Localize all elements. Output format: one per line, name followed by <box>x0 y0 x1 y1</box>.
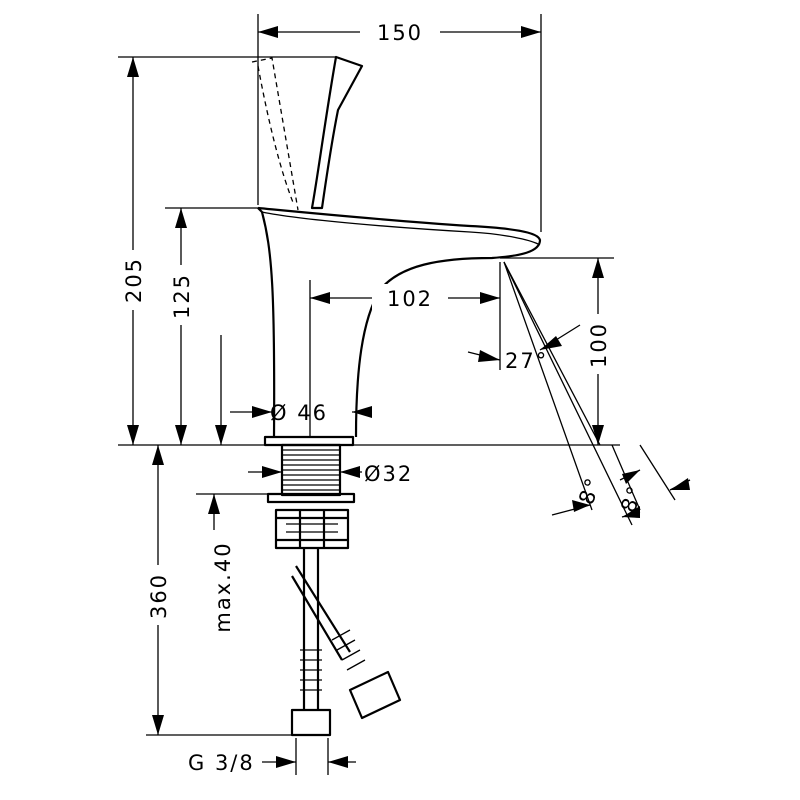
mounting-nut <box>274 508 350 550</box>
dim-diameter-46: Ø 46 <box>230 401 372 425</box>
dim-label-205: 205 <box>122 257 146 303</box>
faucet-body <box>251 55 542 737</box>
dim-label-150: 150 <box>377 21 423 45</box>
dim-width-150: 150 <box>258 18 541 46</box>
dim-angle-27: 27° <box>467 324 581 373</box>
washer <box>266 492 356 504</box>
spray-lines <box>499 261 676 526</box>
dim-max-40: max.40 <box>208 494 235 633</box>
dim-label-max-40: max.40 <box>211 541 235 632</box>
dim-label-102: 102 <box>387 287 433 311</box>
dim-label-46: Ø 46 <box>270 401 328 425</box>
supply-hoses <box>290 548 402 737</box>
handle-lever <box>310 55 364 210</box>
dim-connection-g38: G 3/8 <box>188 751 356 775</box>
dim-height-360: 360 <box>143 445 173 735</box>
dim-height-100: 100 <box>583 258 613 445</box>
spout-outline <box>257 206 542 438</box>
dim-reach-102: 102 <box>310 284 500 312</box>
dim-height-205: 205 <box>118 57 148 445</box>
extension-lines <box>118 14 620 775</box>
dim-angle-8-right: 8° <box>616 469 691 516</box>
handle-alt-position <box>251 57 299 211</box>
dim-label-360: 360 <box>147 573 171 619</box>
dim-label-32: Ø32 <box>364 462 413 486</box>
dim-label-125: 125 <box>170 273 194 319</box>
dim-height-125: 125 <box>166 208 196 445</box>
dim-label-g38: G 3/8 <box>188 751 255 775</box>
dim-label-27: 27° <box>505 349 548 373</box>
dim-label-100: 100 <box>587 322 611 368</box>
base-ring <box>263 435 355 447</box>
hose-fitting-right <box>348 670 402 720</box>
hose-fitting-left <box>290 708 332 737</box>
dim-label-8-right: 8° <box>616 481 648 515</box>
dim-counter-arrow <box>215 335 227 445</box>
dim-diameter-32: Ø32 <box>248 462 413 486</box>
threaded-shank <box>280 443 342 497</box>
spout-inner-line <box>261 211 539 245</box>
